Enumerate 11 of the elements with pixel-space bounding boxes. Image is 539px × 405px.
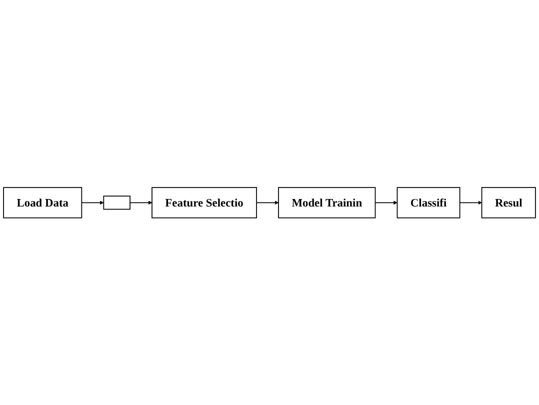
node-box: Classifi (396, 186, 460, 218)
arrow (459, 200, 482, 204)
arrow (81, 200, 104, 204)
node-box (103, 195, 130, 210)
node-box: Model Trainin (278, 186, 376, 218)
arrow (374, 200, 398, 204)
node-box: Resul (481, 186, 536, 218)
node-box: Feature Selectio (152, 186, 257, 218)
arrow (130, 200, 152, 204)
node-box: Load Data (3, 186, 82, 218)
arrow (256, 200, 279, 204)
